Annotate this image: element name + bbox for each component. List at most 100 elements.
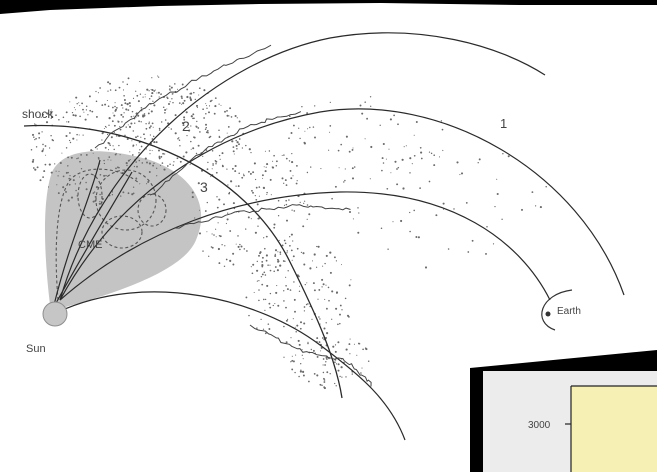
particle-dot [361, 113, 363, 115]
particle-dot [263, 329, 264, 330]
particle-dot [346, 136, 348, 138]
particle-dot [153, 104, 155, 106]
particle-dot [321, 286, 322, 287]
particle-dot [123, 112, 124, 113]
particle-dot [186, 135, 187, 136]
particle-dot [151, 92, 153, 94]
particle-dot [286, 252, 287, 253]
particle-dot [76, 134, 78, 136]
particle-dot [540, 206, 542, 208]
particle-dot [123, 95, 125, 97]
particle-dot [163, 169, 165, 171]
particle-dot [193, 118, 195, 120]
particle-dot [261, 276, 262, 277]
particle-dot [81, 168, 82, 169]
particle-dot [299, 344, 301, 346]
particle-dot [392, 221, 393, 222]
particle-dot [255, 232, 257, 234]
particle-dot [350, 279, 351, 280]
particle-dot [283, 300, 285, 302]
particle-dot [300, 371, 302, 373]
particle-dot [115, 109, 117, 111]
particle-dot [364, 101, 366, 103]
particle-dot [37, 166, 39, 168]
particle-dot [485, 253, 487, 255]
particle-dot [307, 204, 309, 206]
particle-dot [388, 149, 389, 150]
particle-dot [92, 150, 93, 151]
particle-dot [83, 112, 84, 113]
particle-dot [152, 101, 153, 102]
particle-dot [416, 121, 418, 123]
particle-dot [334, 361, 336, 363]
particle-dot [96, 186, 98, 188]
particle-dot [42, 144, 44, 146]
particle-dot [307, 128, 308, 129]
particle-dot [66, 111, 68, 113]
particle-dot [205, 210, 207, 212]
particle-dot [337, 341, 339, 343]
particle-dot [245, 228, 246, 229]
particle-dot [149, 98, 151, 100]
particle-dot [262, 178, 263, 179]
particle-dot [42, 176, 44, 178]
particle-dot [345, 376, 346, 377]
particle-dot [216, 196, 217, 197]
particle-dot [318, 289, 320, 291]
particle-dot [132, 154, 134, 156]
particle-dot [303, 322, 305, 324]
particle-dot [146, 128, 148, 130]
particle-dot [456, 161, 458, 163]
particle-dot [215, 97, 217, 99]
particle-dot [104, 104, 106, 106]
particle-dot [316, 374, 318, 376]
particle-dot [320, 350, 321, 351]
particle-dot [50, 135, 51, 136]
particle-dot [459, 174, 460, 175]
particle-dot [478, 162, 479, 163]
particle-dot [283, 290, 284, 291]
particle-dot [156, 175, 157, 176]
particle-dot [290, 177, 292, 179]
particle-dot [54, 163, 55, 164]
particle-dot [114, 132, 115, 133]
particle-dot [55, 114, 57, 116]
particle-dot [112, 145, 113, 146]
particle-dot [85, 182, 87, 184]
particle-dot [110, 89, 112, 91]
particle-dot [348, 343, 350, 345]
particle-dot [133, 187, 134, 188]
particle-dot [74, 107, 75, 108]
particle-dot [133, 130, 134, 131]
particle-dot [158, 76, 159, 77]
particle-dot [317, 356, 319, 358]
particle-dot [265, 151, 266, 152]
particle-dot [435, 214, 437, 216]
particle-dot [273, 271, 275, 273]
particle-dot [352, 147, 353, 148]
particle-dot [396, 168, 398, 170]
particle-dot [108, 143, 110, 145]
particle-dot [75, 115, 77, 117]
particle-dot [334, 383, 335, 384]
particle-dot [383, 162, 385, 164]
particle-dot [433, 154, 435, 156]
particle-dot [314, 105, 315, 106]
particle-dot [278, 200, 280, 202]
particle-dot [119, 87, 121, 89]
particle-dot [56, 184, 57, 185]
particle-dot [141, 121, 142, 122]
particle-dot [124, 99, 126, 101]
particle-dot [109, 83, 111, 85]
particle-dot [164, 153, 165, 154]
particle-dot [77, 103, 78, 104]
particle-dot [292, 260, 293, 261]
particle-dot [190, 93, 192, 95]
particle-dot [158, 92, 160, 94]
particle-dot [239, 121, 241, 123]
particle-dot [182, 102, 184, 104]
particle-dot [352, 149, 354, 151]
particle-dot [442, 129, 444, 131]
particle-dot [34, 169, 36, 171]
